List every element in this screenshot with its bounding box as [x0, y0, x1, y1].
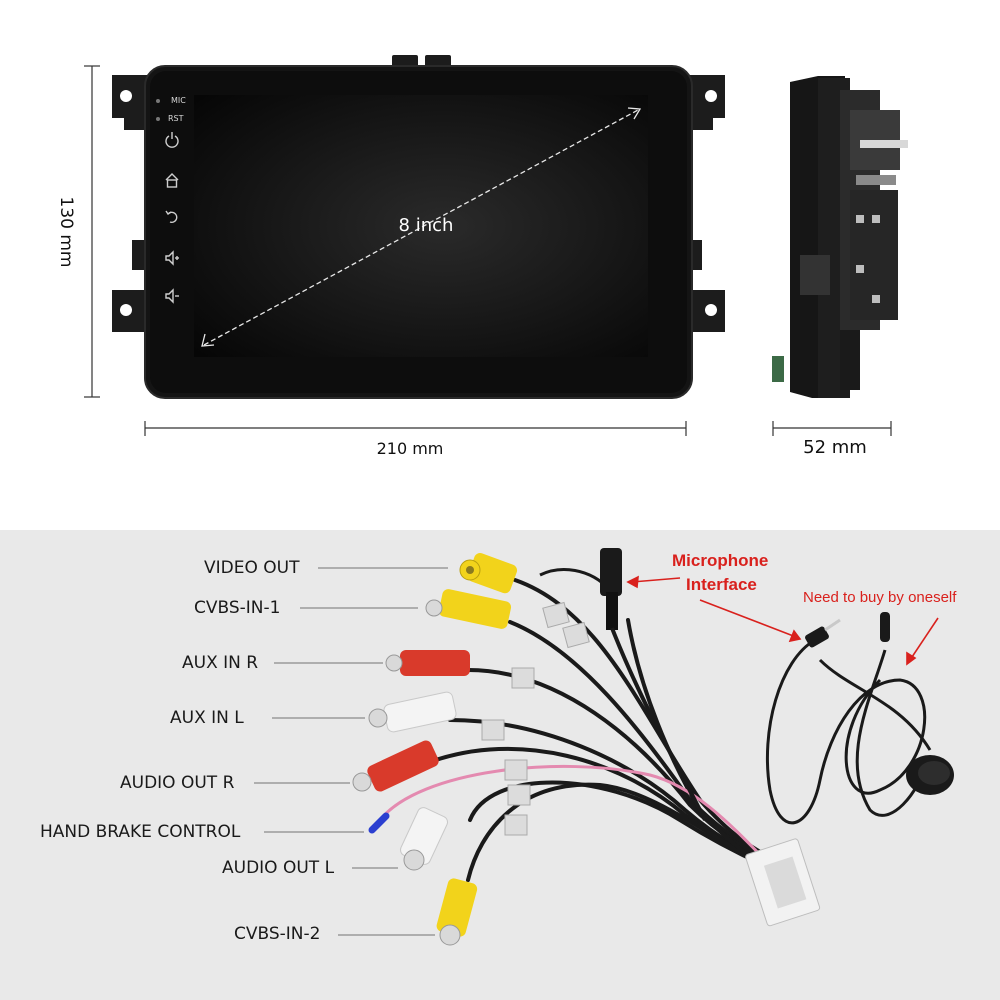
need-to-buy-note: Need to buy by oneself — [803, 589, 957, 606]
harness-drawing — [254, 548, 954, 946]
label-hand-brake-control: HAND BRAKE CONTROL — [40, 822, 241, 842]
diagonal-label: 8 inch — [398, 215, 454, 236]
microphone-accessory — [766, 638, 932, 825]
width-dimension-line — [144, 421, 687, 436]
rst-label: RST — [168, 114, 184, 123]
rca-cvbs-in-2 — [436, 878, 478, 946]
mic-label: MIC — [171, 96, 186, 105]
harness-connector — [745, 838, 821, 927]
mic-clip — [880, 612, 890, 642]
volume-down-icon — [165, 288, 179, 304]
rca-cvbs-in-1 — [425, 589, 512, 629]
hand-brake-wire-tip — [368, 812, 390, 834]
height-dimension-line — [84, 65, 100, 398]
label-audio-out-r: AUDIO OUT R — [120, 773, 235, 793]
label-aux-in-l: AUX IN L — [170, 708, 244, 728]
back-icon — [165, 210, 178, 224]
width-label: 210 mm — [376, 439, 444, 458]
mic-head — [906, 755, 954, 795]
depth-dimension-line — [772, 421, 892, 436]
mounting-brackets — [112, 55, 725, 332]
label-cvbs-in-1: CVBS-IN-1 — [194, 598, 281, 618]
height-label: 130 mm — [56, 196, 76, 268]
volume-up-icon — [165, 250, 179, 266]
side-buttons — [156, 99, 179, 304]
callout-arrows — [626, 575, 939, 666]
unit-side-view — [772, 76, 908, 398]
diagonal-arrow — [201, 107, 642, 347]
label-video-out: VIDEO OUT — [204, 558, 300, 578]
leader-lines — [254, 567, 448, 936]
microphone-interface-title-line2: Interface — [686, 575, 757, 594]
depth-label: 52 mm — [803, 437, 867, 458]
power-icon — [165, 132, 179, 148]
pink-wire — [378, 764, 777, 872]
mic-plug — [805, 618, 841, 648]
wire-tags — [481, 601, 590, 836]
head-unit-drawing — [84, 55, 908, 436]
rca-aux-in-l — [368, 691, 457, 733]
home-icon — [165, 173, 179, 188]
microphone-interface-title-line1: Microphone — [672, 551, 769, 570]
screen — [194, 95, 648, 357]
rca-audio-out-r — [352, 740, 439, 792]
label-aux-in-r: AUX IN R — [182, 653, 259, 673]
label-audio-out-l: AUDIO OUT L — [222, 858, 335, 878]
mic-jack-socket — [600, 548, 707, 821]
rca-aux-in-r — [385, 650, 470, 676]
rca-audio-out-l — [399, 807, 449, 871]
rca-video-out — [459, 553, 518, 594]
label-cvbs-in-2: CVBS-IN-2 — [234, 924, 321, 944]
